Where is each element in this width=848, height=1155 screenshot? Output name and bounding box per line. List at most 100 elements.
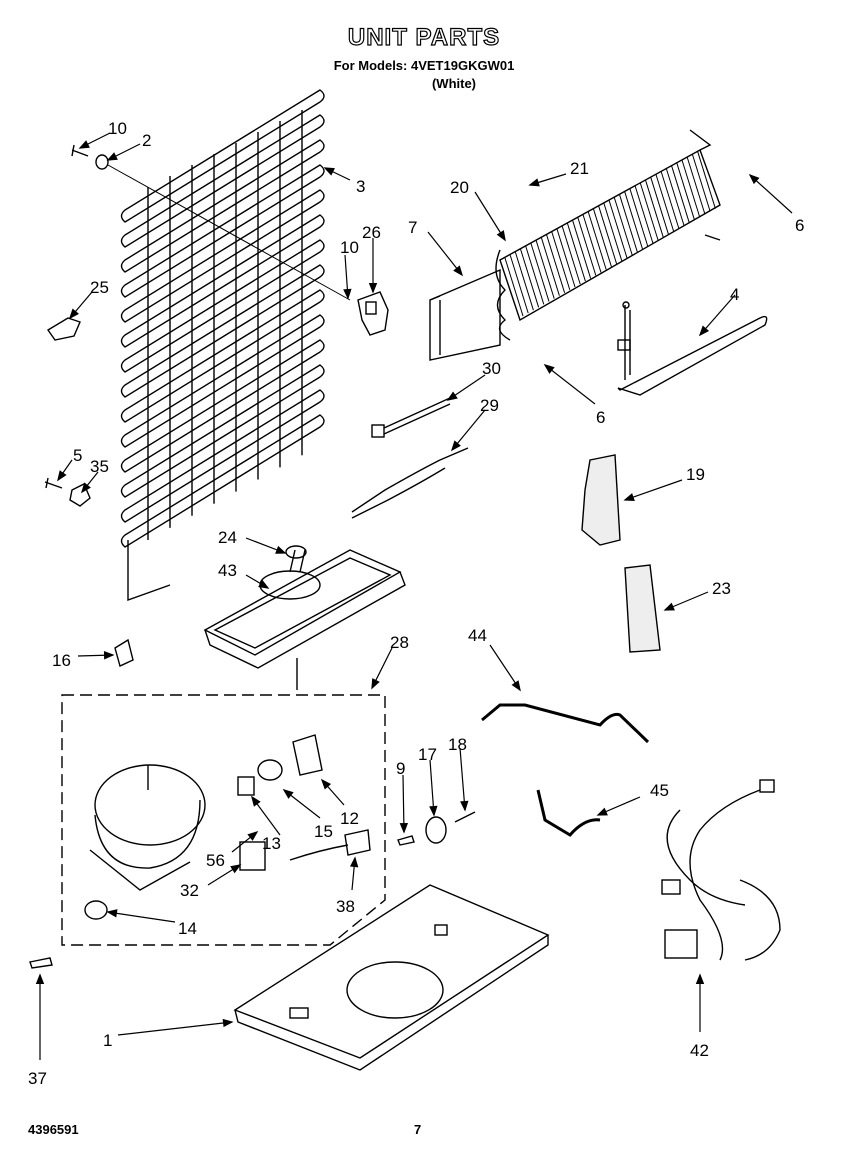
leader-arrowhead (230, 864, 242, 874)
tube-44 (481, 703, 650, 744)
wiring-harness (661, 779, 781, 961)
compressor (89, 764, 206, 891)
leader-arrowhead (371, 678, 380, 690)
callout-6b: 6 (596, 408, 605, 427)
leader-arrowhead (368, 283, 378, 294)
leader-line (107, 911, 176, 923)
callout-9: 9 (396, 759, 405, 778)
callout-20: 20 (450, 178, 469, 197)
leader-arrowhead (258, 579, 270, 589)
callout-38: 38 (336, 897, 355, 916)
drier (351, 447, 469, 519)
callout-10b: 10 (340, 238, 359, 257)
color-line: (White) (431, 76, 477, 91)
roller-17 (425, 816, 447, 844)
leader-arrowhead (623, 493, 635, 501)
leader-arrowhead (698, 325, 710, 337)
callout-28: 28 (390, 633, 409, 652)
clip-16 (114, 638, 134, 667)
callout-37: 37 (28, 1069, 47, 1088)
callout-42: 42 (690, 1041, 709, 1060)
leader-arrowhead (343, 288, 352, 300)
clip-37 (29, 957, 53, 969)
leader-arrowhead (446, 391, 458, 401)
leader-line (749, 174, 793, 214)
leader-arrowhead (57, 470, 67, 482)
leader-arrowhead (106, 909, 118, 918)
capacitor (239, 841, 266, 871)
screw (44, 477, 63, 489)
callout-10a: 10 (108, 119, 127, 138)
callout-44: 44 (468, 626, 487, 645)
leader-arrowhead (282, 788, 294, 799)
leader-arrowhead (399, 822, 409, 834)
leader-arrowhead (429, 805, 438, 817)
foam-block-23 (624, 564, 661, 653)
mounting-bracket (46, 317, 81, 341)
screw-top (71, 144, 89, 157)
page-number: 7 (414, 1122, 422, 1137)
drain-pan (203, 545, 406, 669)
callout-14: 14 (178, 919, 197, 938)
callout-1: 1 (103, 1031, 112, 1050)
callout-21: 21 (570, 159, 589, 178)
leader-arrowhead (695, 973, 705, 984)
defrost-heater (617, 301, 768, 396)
leader-arrowhead (68, 308, 79, 320)
callout-3: 3 (356, 177, 365, 196)
leader-arrowhead (323, 167, 335, 176)
leader-line (624, 479, 683, 501)
leader-arrowhead (511, 680, 521, 692)
callout-13: 13 (262, 834, 281, 853)
relay-15 (257, 759, 283, 781)
leader-arrowhead (275, 545, 287, 554)
callout-25: 25 (90, 278, 109, 297)
leader-arrowhead (78, 140, 90, 149)
clip-9 (397, 835, 415, 846)
callout-24: 24 (218, 528, 237, 547)
callout-18: 18 (448, 735, 467, 754)
compressor-kit-outline (61, 694, 386, 946)
leader-arrowhead (453, 265, 464, 277)
callout-30: 30 (482, 359, 501, 378)
leader-arrowhead (450, 440, 461, 452)
thermostat-bracket (357, 291, 389, 336)
harness-38 (289, 829, 371, 861)
leader-line (489, 644, 521, 691)
foam-block-19 (581, 454, 621, 546)
callout-23: 23 (712, 579, 731, 598)
probe (371, 397, 451, 438)
leader-arrowhead (349, 856, 359, 868)
leader-line (117, 1021, 233, 1036)
leader-arrowhead (663, 602, 675, 611)
callout-32: 32 (180, 881, 199, 900)
leader-arrowhead (247, 830, 259, 841)
callout-26: 26 (362, 223, 381, 242)
screw-18 (454, 811, 476, 823)
leader-arrowhead (103, 651, 115, 660)
callout-5: 5 (73, 446, 82, 465)
doc-number: 4396591 (28, 1122, 79, 1137)
callout-15: 15 (314, 822, 333, 841)
callout-7: 7 (408, 218, 417, 237)
callout-29: 29 (480, 396, 499, 415)
leader-arrowhead (543, 363, 555, 374)
callout-45: 45 (650, 781, 669, 800)
condenser-coil (120, 89, 325, 601)
callout-35: 35 (90, 457, 109, 476)
relay-12 (292, 734, 323, 776)
leader-arrowhead (528, 178, 540, 187)
leader-line (427, 231, 463, 276)
callout-4: 4 (730, 285, 739, 304)
grommet (84, 900, 108, 920)
callout-19: 19 (686, 465, 705, 484)
leader-arrowhead (35, 973, 45, 984)
overload (237, 776, 255, 796)
models-line: For Models: 4VET19GKGW01 (333, 58, 515, 73)
leader-arrowhead (80, 482, 91, 494)
leader-arrowhead (596, 807, 608, 816)
page-title: UNIT PARTS (347, 23, 501, 51)
tube-45 (536, 789, 601, 837)
